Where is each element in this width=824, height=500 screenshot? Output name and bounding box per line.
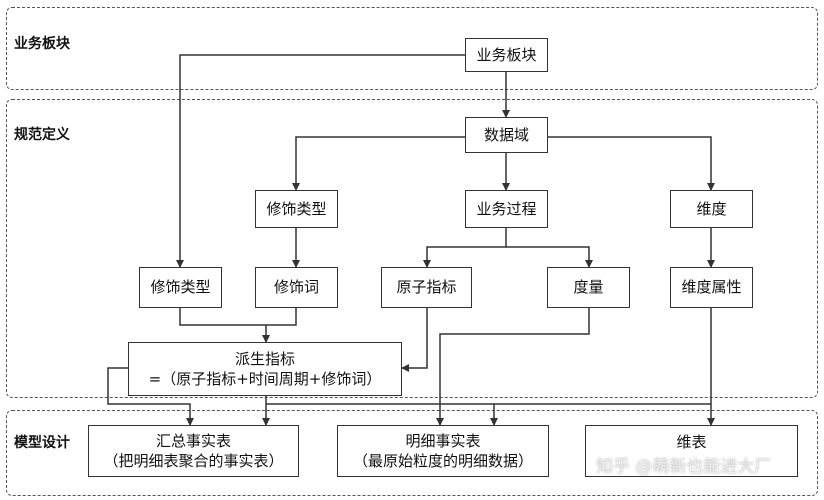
edge-domain-to-dimension [548, 136, 715, 191]
node-summary-fact-line1: 汇总事实表 [155, 431, 231, 450]
node-derived-metric-line1: 派生指标 [234, 349, 295, 368]
node-atomic-metric-label: 原子指标 [396, 278, 457, 297]
edge-domain-to-modtype [292, 136, 465, 191]
node-measure: 度量 [547, 267, 630, 308]
watermark-text: 知乎 @萌新也能进大厂 [596, 457, 772, 477]
node-summary-fact: 汇总事实表 （把明细表聚合的事实表） [88, 425, 299, 477]
node-modifier-type-upper: 修饰类型 [255, 190, 338, 228]
node-summary-fact-line2: （把明细表聚合的事实表） [103, 452, 284, 470]
node-measure-label: 度量 [573, 278, 604, 297]
node-dimension-attr: 维度属性 [670, 267, 753, 308]
node-business-block: 业务板块 [465, 38, 548, 72]
node-dimension: 维度 [670, 190, 753, 228]
edge-measure-to-detail [436, 308, 590, 426]
region-norms [6, 99, 818, 398]
node-detail-fact: 明细事实表 （最原始粒度的明细数据） [337, 425, 549, 477]
node-dim-table: 维表 [585, 425, 798, 477]
node-derived-metric-line2: =（原子指标+时间周期+修饰词） [148, 370, 382, 388]
node-data-domain: 数据域 [465, 117, 548, 153]
node-derived-metric: 派生指标 =（原子指标+时间周期+修饰词） [128, 342, 402, 396]
node-business-process: 业务过程 [465, 190, 548, 228]
node-dimension-attr-label: 维度属性 [681, 278, 742, 297]
node-modifier-type-upper-label: 修饰类型 [266, 199, 327, 218]
edge-process-to-measure [506, 246, 593, 268]
edge-derived-to-summary-left [107, 367, 194, 426]
region-model-label: 模型设计 [14, 435, 70, 451]
node-modifier-word: 修饰词 [255, 267, 338, 308]
node-atomic-metric: 原子指标 [381, 267, 472, 308]
node-detail-fact-line1: 明细事实表 [405, 431, 481, 450]
region-business-label: 业务板块 [14, 36, 70, 52]
edge-modtypes-merge [179, 308, 297, 326]
edge-block-to-modtype-lower [176, 54, 465, 268]
node-business-block-label: 业务板块 [476, 45, 537, 64]
edge-atomic-to-derived [401, 308, 428, 372]
node-modifier-type-lower-label: 修饰类型 [150, 278, 211, 297]
node-modifier-word-label: 修饰词 [273, 278, 319, 297]
node-data-domain-label: 数据域 [483, 125, 529, 144]
node-dimension-label: 维度 [696, 199, 727, 218]
region-norms-label: 规范定义 [14, 127, 70, 143]
edge-process-to-atomic [423, 228, 507, 268]
region-business [6, 7, 818, 90]
region-model [6, 410, 818, 496]
node-dim-table-line1: 维表 [676, 433, 707, 451]
node-detail-fact-line2: （最原始粒度的明细数据） [352, 452, 533, 470]
node-business-process-label: 业务过程 [476, 199, 537, 218]
node-modifier-type-lower: 修饰类型 [139, 267, 222, 308]
